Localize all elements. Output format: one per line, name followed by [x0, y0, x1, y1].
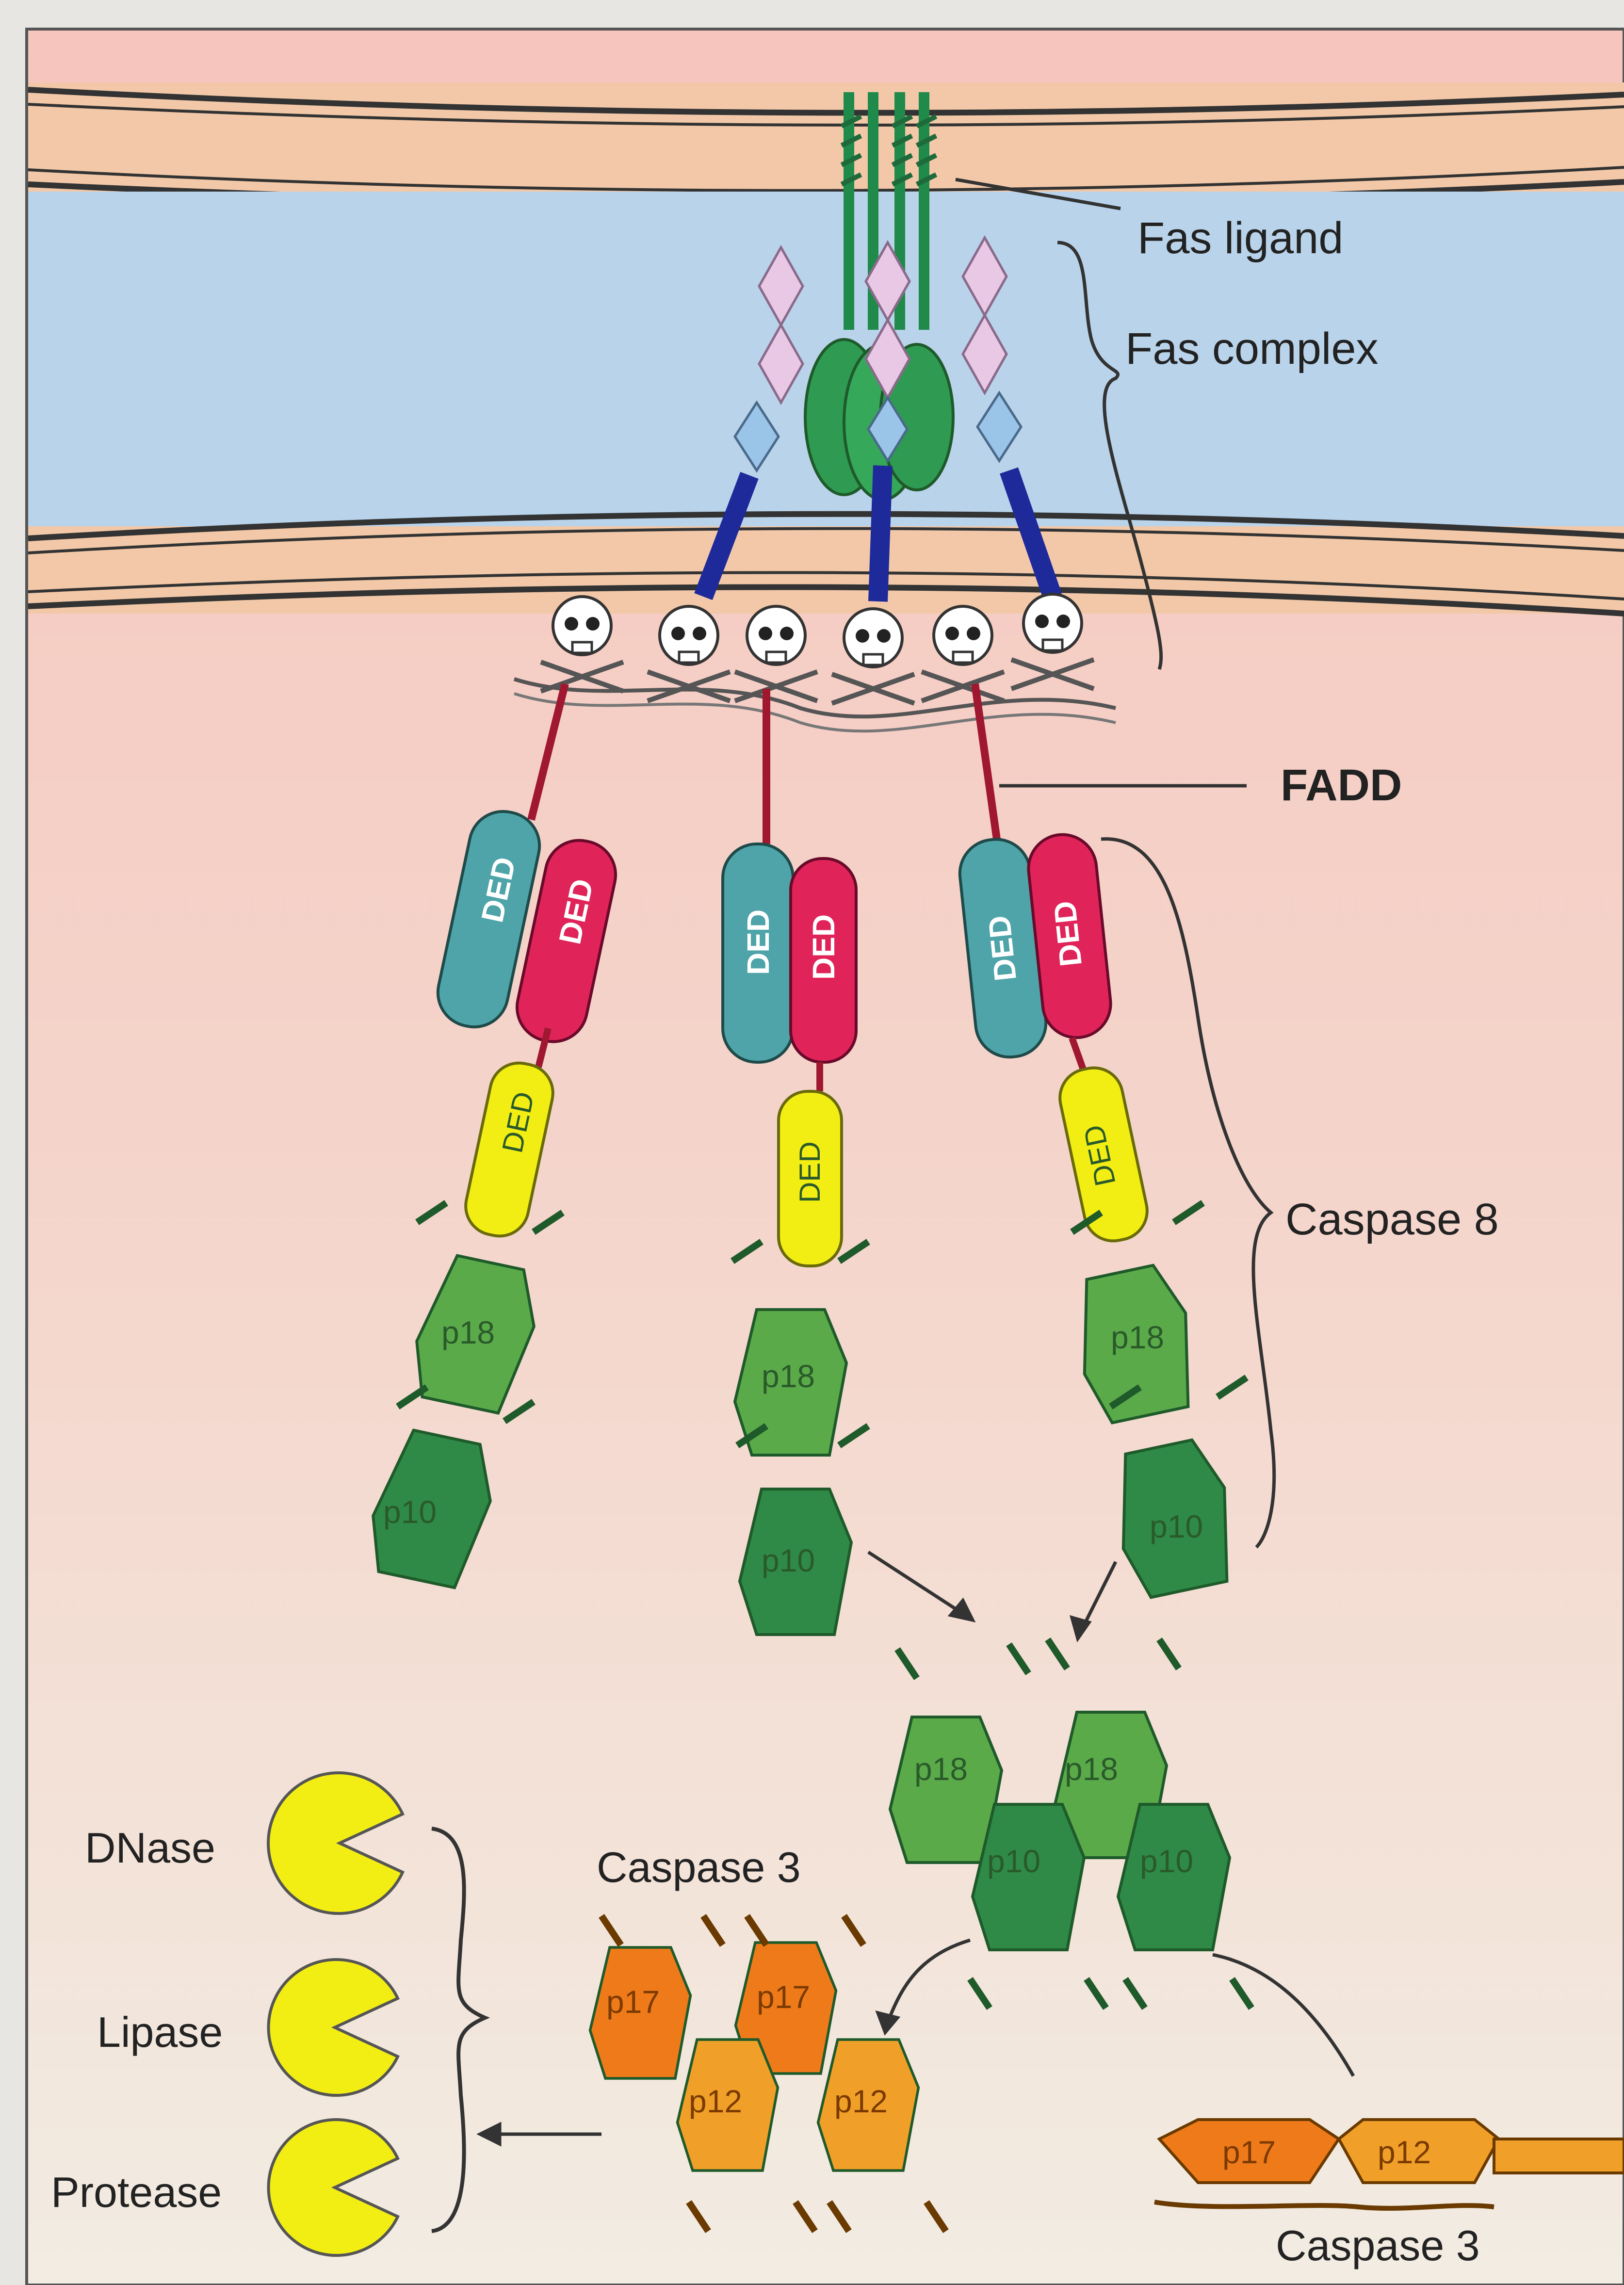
p17-label-procaspase: p17: [1222, 2134, 1276, 2170]
p12-label-a: p12: [689, 2083, 742, 2119]
caspase3-bottom-label: Caspase 3: [1276, 2221, 1480, 2269]
p10-label-active-b: p10: [1140, 1843, 1193, 1879]
lipase-label: Lipase: [97, 2008, 223, 2056]
p18-label-left: p18: [441, 1314, 495, 1350]
ded-label-right-red: DED: [1047, 899, 1088, 968]
caspase8-label: Caspase 8: [1285, 1195, 1499, 1244]
ded-label-mid-yellow: DED: [794, 1141, 826, 1203]
dnase-label: DNase: [85, 1824, 215, 1872]
p10-label-left: p10: [383, 1494, 437, 1530]
p18-label-active-b: p18: [1065, 1751, 1118, 1787]
ded-label-mid-red: DED: [806, 914, 841, 980]
p18-label-active-a: p18: [914, 1751, 968, 1787]
p10-label-right: p10: [1150, 1508, 1203, 1544]
p17-label-a: p17: [606, 1984, 660, 2020]
fadd-label: FADD: [1281, 761, 1402, 810]
p17-label-b: p17: [757, 1979, 810, 2015]
ded-label-mid-teal: DED: [741, 909, 776, 975]
p10-label-mid: p10: [762, 1542, 815, 1578]
ligand-cell-membrane: [28, 82, 1624, 203]
target-cell-membrane: [28, 514, 1624, 614]
p12-label-b: p12: [834, 2083, 888, 2119]
p12-label-procaspase: p12: [1378, 2134, 1431, 2170]
fas-complex-label: Fas complex: [1125, 324, 1379, 373]
p18-label-right: p18: [1111, 1319, 1164, 1355]
caspase3-top-label: Caspase 3: [597, 1843, 801, 1891]
p10-label-active-a: p10: [987, 1843, 1040, 1879]
protease-label: Protease: [51, 2168, 222, 2216]
fas-ligand-label: Fas ligand: [1137, 213, 1343, 263]
p18-label-mid: p18: [762, 1358, 815, 1394]
ded-label-right-teal: DED: [981, 914, 1023, 983]
